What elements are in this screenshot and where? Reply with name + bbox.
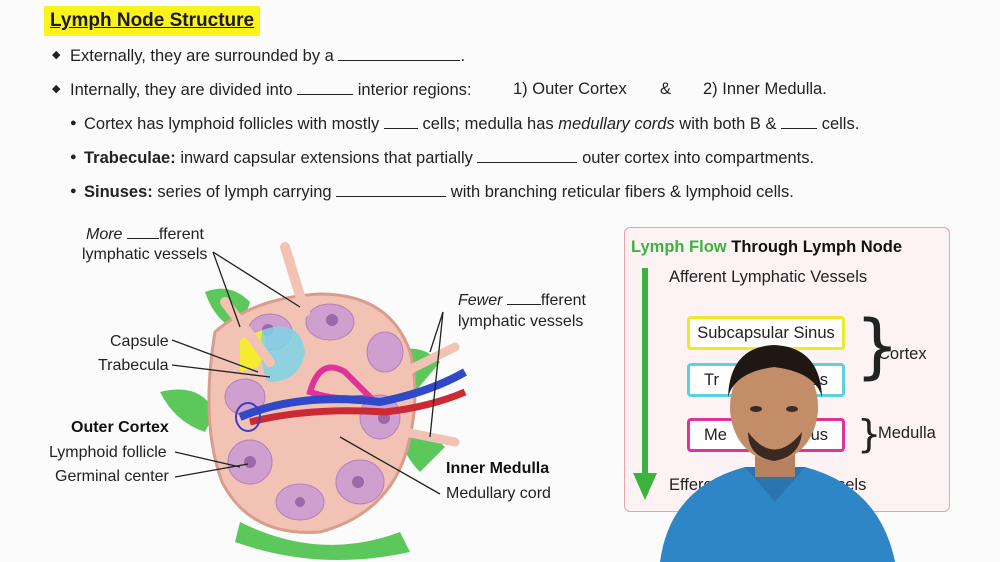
presenter-shirt — [660, 467, 895, 562]
cortex-brace: } — [855, 305, 900, 387]
dot-bullet-icon: ● — [70, 117, 77, 129]
dot-bullet-icon: ● — [70, 151, 77, 163]
presenter-head — [730, 353, 818, 461]
label-germinal-center: Germinal center — [55, 468, 169, 485]
efferent-vessel — [400, 342, 460, 377]
afferent-vessel — [280, 242, 310, 317]
label-lymphoid-follicle: Lymphoid follicle — [49, 444, 167, 461]
panel-title: Lymph Flow Through Lymph Node — [631, 238, 903, 256]
region-inner-medulla: 2) Inner Medulla. — [703, 80, 827, 98]
flow-arrow-icon — [633, 268, 657, 500]
afferent-label: Afferent Lymphatic Vessels — [669, 268, 868, 286]
region-outer-cortex: 1) Outer Cortex — [513, 80, 627, 98]
sub-bullet-trabeculae: Trabeculae: inward capsular extensions t… — [84, 149, 815, 167]
label-more-lymphatic: lymphatic vessels — [82, 246, 208, 263]
trabecula-highlight — [260, 326, 305, 382]
vessel-loop — [235, 402, 261, 432]
label-capsule: Capsule — [110, 333, 169, 350]
vein — [238, 368, 467, 421]
label-fewer-lymphatic: lymphatic vessels — [458, 313, 584, 330]
dot-bullet-icon: ● — [70, 185, 77, 197]
lymph-node-diagram — [160, 242, 467, 560]
label-fewer-efferent: Fewer fferent — [458, 292, 586, 309]
diamond-bullet-icon: ◆ — [52, 83, 61, 95]
afferent-vessel — [220, 297, 275, 367]
diamond-bullet-icon: ◆ — [52, 49, 61, 61]
medulla-brace: } — [857, 412, 882, 456]
label-more-afferent: More fferent — [86, 226, 204, 243]
adipose-tissue — [235, 522, 410, 560]
presenter-hair — [728, 345, 822, 397]
label-medullary-cord: Medullary cord — [446, 485, 551, 502]
adipose-tissue — [160, 389, 215, 432]
artery — [249, 388, 467, 426]
adipose-tissue — [400, 433, 445, 472]
cortex-label: Cortex — [878, 345, 927, 363]
page-title: Lymph Node Structure — [44, 6, 261, 36]
label-outer-cortex: Outer Cortex — [71, 419, 169, 436]
label-trabecula: Trabecula — [98, 357, 169, 374]
sub-bullet-cortex: Cortex has lymphoid follicles with mostl… — [84, 115, 860, 133]
bullet-internal: Internally, they are divided into interi… — [70, 81, 472, 99]
ampersand: & — [660, 80, 672, 98]
label-inner-medulla: Inner Medulla — [446, 460, 550, 477]
sub-bullet-sinuses: Sinuses: series of lymph carrying with b… — [84, 183, 794, 201]
bullet-external: Externally, they are surrounded by a . — [70, 47, 466, 65]
presenter-video — [660, 345, 895, 562]
medulla-label: Medulla — [878, 424, 936, 442]
